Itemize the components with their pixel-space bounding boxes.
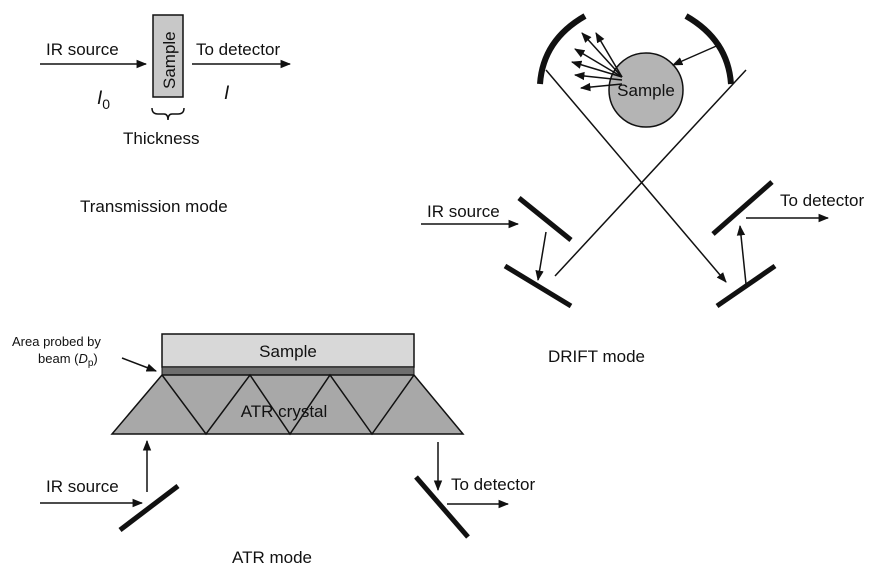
drift-source-drop-arrow [535,231,547,282]
thickness-brace [151,107,185,121]
drift-mode-panel: Sample IR source To detector DRIFT mode [421,13,864,366]
atr-detector-mirror [414,475,470,539]
drift-detector-mirror-upper [711,180,774,236]
drift-beam-to-detector [545,69,727,283]
transmission-mode-panel: IR source I0 Sample To detector I Thickn… [40,14,292,216]
atr-area-probed-arrow [121,357,157,372]
drift-sample-circle [608,52,684,128]
drift-detector-rise-arrow [736,224,747,285]
transmission-to-detector-label: To detector [196,40,280,59]
transmission-ir-source-label: IR source [46,40,119,59]
transmission-sample-box [152,14,184,98]
atr-area-probed-beam-label: beam (Dp) [38,351,98,369]
atr-internal-reflection-path [161,373,415,436]
atr-to-detector-label: To detector [451,475,535,494]
atr-sample-box [161,333,415,368]
drift-to-detector-label: To detector [780,191,864,210]
drift-source-mirror-lower [503,263,573,309]
transmission-i-label: I [224,83,230,104]
atr-area-probed-label: Area probed by [12,334,101,349]
drift-scattered-rays [570,32,722,92]
drift-left-reflector [537,13,587,85]
transmission-i0-label: I0 [97,88,110,112]
thickness-label: Thickness [123,129,200,148]
drift-mode-title: DRIFT mode [548,347,645,366]
atr-ir-source-label: IR source [46,477,119,496]
atr-source-mirror [118,484,180,532]
drift-sample-label: Sample [617,81,675,100]
atr-probe-layer [161,366,415,376]
atr-mode-panel: Area probed by beam (Dp) Sample ATR crys… [12,333,535,567]
transmission-mode-title: Transmission mode [80,197,228,216]
drift-detector-mirror-lower [715,263,777,309]
atr-crystal-label: ATR crystal [241,402,328,421]
drift-source-mirror-upper [517,196,573,242]
transmission-sample-label: Sample [160,31,179,89]
atr-mode-title: ATR mode [232,548,312,567]
drift-ir-source-label: IR source [427,202,500,221]
atr-sample-label: Sample [259,342,317,361]
drift-beam-from-source [554,69,747,277]
